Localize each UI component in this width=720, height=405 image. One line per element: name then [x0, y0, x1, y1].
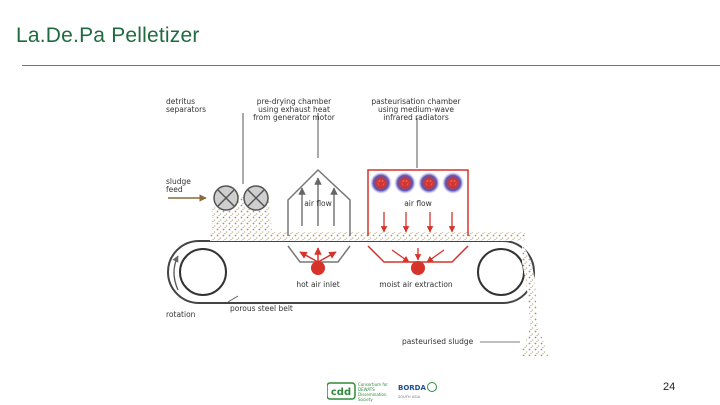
slide-title: La.De.Pa Pelletizer	[16, 24, 200, 47]
borda-logo-sub: SOUTH ASIA	[398, 395, 421, 399]
label-detritus-1: detritus	[166, 97, 195, 106]
infrared-radiators	[370, 172, 464, 194]
cdd-logo-line-1: Consortium for	[358, 382, 388, 387]
label-pasteurisation-1: pasteurisation chamber	[371, 97, 461, 106]
page-number: 24	[663, 381, 676, 393]
label-rotation: rotation	[166, 310, 196, 319]
falling-sludge	[520, 245, 548, 356]
borda-logo-circle-icon	[427, 382, 437, 392]
cdd-logo-line-3: Dissemination	[358, 392, 387, 397]
belt-pointer	[227, 295, 239, 303]
label-sludge-feed-2: feed	[166, 185, 183, 194]
label-pasteurised-sludge: pasteurised sludge	[402, 337, 474, 346]
moist-air-extraction	[391, 248, 445, 275]
label-pasteurisation-2: using medium-wave	[378, 105, 454, 114]
hot-air-inlet	[299, 247, 337, 275]
label-pasteurisation-3: infrared radiators	[383, 113, 449, 122]
label-hot-air-inlet: hot air inlet	[296, 280, 339, 289]
label-detritus-2: separators	[166, 105, 206, 114]
porous-steel-belt	[167, 240, 535, 304]
borda-logo: BORDA SOUTH ASIA	[398, 382, 437, 399]
cdd-logo-line-2: DEWATS	[358, 387, 375, 392]
label-predrying-3: from generator motor	[253, 113, 336, 122]
label-predrying-1: pre-drying chamber	[257, 97, 332, 106]
pelletizer-diagram: detritus separators pre-drying chamber u…	[166, 97, 548, 356]
label-porous-steel-belt: porous steel belt	[230, 304, 293, 313]
label-air-flow-left: air flow	[304, 199, 332, 208]
label-predrying-2: using exhaust heat	[258, 105, 330, 114]
cdd-logo-line-4: Society	[358, 397, 373, 402]
borda-logo-mark: BORDA	[398, 384, 426, 392]
pasteurisation-airflow	[380, 212, 456, 233]
cdd-logo: cdd Consortium for DEWATS Dissemination …	[327, 382, 388, 402]
cdd-logo-mark: cdd	[331, 387, 351, 398]
detritus-separators	[213, 113, 269, 211]
label-air-flow-right: air flow	[404, 199, 432, 208]
rotation-arrow	[172, 255, 179, 291]
label-sludge-feed-1: sludge	[166, 177, 191, 186]
label-moist-air-extraction: moist air extraction	[379, 280, 453, 289]
title-divider	[22, 65, 720, 66]
sludge-layer	[210, 232, 525, 241]
